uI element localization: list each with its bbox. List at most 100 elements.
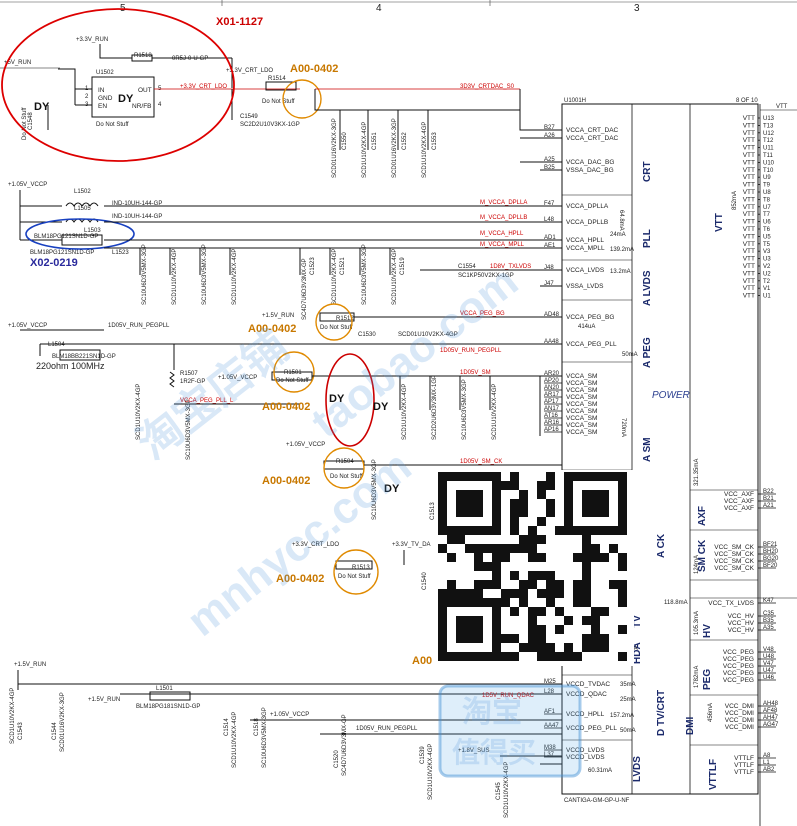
current-hpll: 24mA xyxy=(610,232,626,238)
left-pin-number: M38 xyxy=(544,745,556,751)
current-dpll: 64.8mA xyxy=(618,210,624,231)
vtt-pin-name: VTT xyxy=(743,189,755,196)
resistor-r1507 xyxy=(169,371,175,388)
qr-module xyxy=(492,544,501,553)
c1514-ref: C1514 xyxy=(224,718,230,736)
u1502-pin-nrfb: NR/FB xyxy=(132,103,152,110)
qr-module xyxy=(456,589,465,598)
left-pin-number: J47 xyxy=(544,281,554,287)
qr-module xyxy=(591,607,600,616)
r1513-dns: Do Not Stuff xyxy=(338,574,371,580)
right-pin-number: U46 xyxy=(763,675,775,681)
sm-dy-mark-2: DY xyxy=(373,401,389,413)
vtt-pin-name: VTT xyxy=(743,122,755,129)
qr-module xyxy=(519,490,528,499)
qr-module xyxy=(528,607,537,616)
r1513-ref: R1513 xyxy=(352,565,370,571)
pll-cap-7-value: SC10U6D3V5MX-3GP xyxy=(362,244,368,305)
vtt-pin-name: VTT xyxy=(743,137,755,144)
left-pin-number: A25 xyxy=(544,157,555,163)
right-pin-number: U48 xyxy=(763,654,775,660)
vtt-pin-number: U11 xyxy=(763,146,774,152)
c1523-value: SC4D7U6D3V3MX-GP xyxy=(302,258,308,320)
left-pin-name: VSSA_DAC_BG xyxy=(566,167,614,174)
left-pin-number: F47 xyxy=(544,201,555,207)
peg-cap-2-value: SC10U6D3V5MX-3GP xyxy=(186,399,192,460)
left-pin-name: VCCD_PEG_PLL xyxy=(566,725,617,732)
pll-cap-4-value: SCD1U10V2KX-4GP xyxy=(232,249,238,305)
vtt-pin-name: VTT xyxy=(743,285,755,292)
qr-module xyxy=(618,589,627,598)
annotation-x02: X02-0219 xyxy=(30,257,78,269)
x01-highlight xyxy=(1,8,235,162)
left-pin-number: AF1 xyxy=(544,709,556,715)
left-pin-name: VCCD_LVDS xyxy=(566,754,605,761)
vtt-pin-number: U9 xyxy=(763,175,771,181)
right-pin-name: VCC_PEG xyxy=(723,670,754,677)
vtt-pin-number: T11 xyxy=(763,153,774,159)
l1505-ref: L1505 xyxy=(74,206,91,212)
r1512-ref: R1512 xyxy=(336,316,354,322)
qr-module xyxy=(582,571,591,580)
vtt-pin-number: U5 xyxy=(763,234,771,240)
current-qdac: 25mA xyxy=(620,697,636,703)
l1503-value: BLM18PG121SN1D-GP xyxy=(34,234,98,240)
l1523-ref: L1523 xyxy=(112,250,129,256)
vtt-pin-number: U8 xyxy=(763,190,771,196)
net-crtdac: 3D3V_CRTDAC_S0 xyxy=(460,84,515,90)
left-pin-name: VCCD_LVDS xyxy=(566,747,605,754)
vtt-pin-number: T7 xyxy=(763,212,771,218)
qr-module xyxy=(591,634,600,643)
r1518-ref: R1518 xyxy=(134,53,152,59)
qr-module xyxy=(528,544,537,553)
net-mpll: M_VCCA_MPLL xyxy=(480,242,525,248)
net-hpll: M_VCCA_HPLL xyxy=(480,231,524,237)
right-pin-name: VCC_PEG xyxy=(723,677,754,684)
left-pin-name: VCCA_PEG_PLL xyxy=(566,341,617,348)
vtt-pin-name: VTT xyxy=(743,270,755,277)
vtt-pin-name: VTT xyxy=(743,278,755,285)
vtt-pin-number: U3 xyxy=(763,257,771,263)
qr-module xyxy=(510,481,519,490)
qr-module xyxy=(519,508,528,517)
current-sm: 720mA xyxy=(620,418,626,437)
right-pin-name: VCC_AXF xyxy=(724,491,754,498)
l1504-freq: 220ohm 100MHz xyxy=(36,361,105,371)
chip-page: 8 OF 10 xyxy=(736,98,758,104)
qr-module xyxy=(501,634,510,643)
left-pin-name: VCCA_DAC_BG xyxy=(566,159,614,166)
c1540-ref: C1540 xyxy=(422,572,428,590)
current-lvds: 13.2mA xyxy=(610,269,631,275)
c1549-ref: C1549 xyxy=(240,114,258,120)
right-pin-number: AH48 xyxy=(763,701,779,707)
right-pin-number: B35 xyxy=(763,618,774,624)
qr-module xyxy=(528,634,537,643)
current-dhpll: 157.2mA xyxy=(610,713,634,719)
group-hda: HDA xyxy=(632,642,643,664)
qr-module xyxy=(573,589,582,598)
left-pin-name: VCCA_CRT_DAC xyxy=(566,127,619,134)
annotation-a00-r1504: A00-0402 xyxy=(262,475,310,487)
qr-module xyxy=(474,589,483,598)
r1514-highlight xyxy=(282,79,322,119)
vtt-pin-name: VTT xyxy=(743,174,755,181)
vtt-pin-number: U6 xyxy=(763,220,771,226)
left-pin-name: VCCD_HPLL xyxy=(566,711,605,718)
annotation-a00-r1513: A00-0402 xyxy=(276,573,324,585)
left-pin-number: L37 xyxy=(544,752,555,758)
r1501-dns: Do Not Stuff xyxy=(276,378,309,384)
vtt-pin-number: T2 xyxy=(763,279,771,285)
left-pin-number: B27 xyxy=(544,125,555,131)
r1514-dns: Do Not Stuff xyxy=(262,99,295,105)
net-105v-vccp-ck: +1.05V_VCCP xyxy=(286,442,325,448)
right-pin-name: VCC_DMI xyxy=(725,710,754,717)
qr-module xyxy=(582,589,591,598)
left-pin-name: VCCA_LVDS xyxy=(566,267,605,274)
qr-module xyxy=(501,589,510,598)
right-pin-name: VCC_AXF xyxy=(724,498,754,505)
right-pin-number: AH47 xyxy=(763,715,779,721)
l1501-ref: L1501 xyxy=(156,686,173,692)
vtt-pin-number: T6 xyxy=(763,227,771,233)
vtt-pin-number: T13 xyxy=(763,123,774,129)
qr-module xyxy=(582,634,591,643)
